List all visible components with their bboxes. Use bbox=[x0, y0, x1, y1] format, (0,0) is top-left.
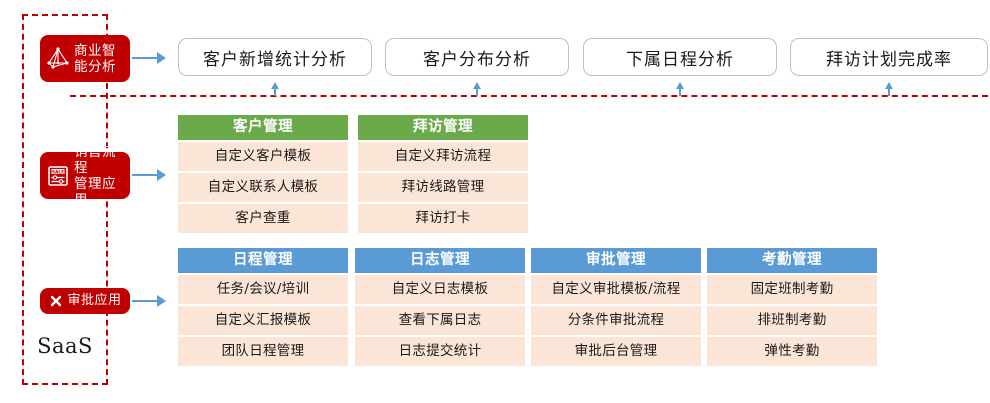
tab-analysis-2[interactable]: 下属日程分析 bbox=[583, 38, 777, 76]
saas-label: SaaS bbox=[37, 334, 93, 358]
svg-text:SALE: SALE bbox=[52, 169, 64, 175]
module-item[interactable]: 查看下属日志 bbox=[355, 306, 525, 335]
arrow-up-tab-2 bbox=[676, 82, 685, 96]
module-column-sales-process-1: 拜访管理自定义拜访流程拜访线路管理拜访打卡 bbox=[358, 115, 528, 233]
module-column-title[interactable]: 拜访管理 bbox=[358, 115, 528, 140]
module-item[interactable]: 团队日程管理 bbox=[178, 337, 348, 366]
module-column-title[interactable]: 审批管理 bbox=[531, 248, 701, 273]
badge-bi-label: 商业智 能分析 bbox=[74, 42, 116, 75]
module-item[interactable]: 固定班制考勤 bbox=[707, 275, 877, 304]
module-column-title[interactable]: 日志管理 bbox=[355, 248, 525, 273]
badge-sales-label: 销售流程 管理应用 bbox=[74, 143, 116, 208]
module-column-approval-apps-2: 审批管理自定义审批模板/流程分条件审批流程审批后台管理 bbox=[531, 248, 701, 366]
tab-analysis-3[interactable]: 拜访计划完成率 bbox=[790, 38, 988, 76]
module-column-approval-apps-3: 考勤管理固定班制考勤排班制考勤弹性考勤 bbox=[707, 248, 877, 366]
sale-tag-icon: SALE bbox=[45, 163, 71, 189]
arrow-up-tab-0 bbox=[271, 82, 280, 96]
module-item[interactable]: 自定义汇报模板 bbox=[178, 306, 348, 335]
module-item[interactable]: 客户查重 bbox=[178, 204, 348, 233]
module-item[interactable]: 分条件审批流程 bbox=[531, 306, 701, 335]
badge-business-intelligence[interactable]: 商业智 能分析 bbox=[40, 35, 130, 82]
module-column-approval-apps-0: 日程管理任务/会议/培训自定义汇报模板团队日程管理 bbox=[178, 248, 348, 366]
module-item[interactable]: 自定义联系人模板 bbox=[178, 173, 348, 202]
tab-analysis-0[interactable]: 客户新增统计分析 bbox=[178, 38, 372, 76]
arrow-sales-to-modules bbox=[132, 169, 166, 181]
module-column-title[interactable]: 日程管理 bbox=[178, 248, 348, 273]
module-item[interactable]: 日志提交统计 bbox=[355, 337, 525, 366]
module-item[interactable]: 拜访线路管理 bbox=[358, 173, 528, 202]
arrow-up-tab-1 bbox=[473, 82, 482, 96]
module-column-title[interactable]: 客户管理 bbox=[178, 115, 348, 140]
module-item[interactable]: 拜访打卡 bbox=[358, 204, 528, 233]
module-item[interactable]: 弹性考勤 bbox=[707, 337, 877, 366]
module-item[interactable]: 自定义客户模板 bbox=[178, 142, 348, 171]
arrow-up-tab-3 bbox=[885, 82, 894, 96]
badge-approval-label: 审批应用 bbox=[67, 293, 122, 308]
cross-icon bbox=[49, 294, 63, 308]
module-item[interactable]: 排班制考勤 bbox=[707, 306, 877, 335]
module-item[interactable]: 自定义日志模板 bbox=[355, 275, 525, 304]
bi-layer-divider bbox=[70, 95, 988, 97]
arrow-approval-to-modules bbox=[132, 295, 166, 307]
module-item[interactable]: 自定义审批模板/流程 bbox=[531, 275, 701, 304]
module-item[interactable]: 审批后台管理 bbox=[531, 337, 701, 366]
module-column-approval-apps-1: 日志管理自定义日志模板查看下属日志日志提交统计 bbox=[355, 248, 525, 366]
badge-approval-app[interactable]: 审批应用 bbox=[40, 288, 130, 314]
arrow-bi-to-tabs bbox=[132, 52, 166, 64]
module-item[interactable]: 自定义拜访流程 bbox=[358, 142, 528, 171]
module-item[interactable]: 任务/会议/培训 bbox=[178, 275, 348, 304]
tab-analysis-1[interactable]: 客户分布分析 bbox=[385, 38, 569, 76]
saas-boundary-frame bbox=[22, 14, 108, 385]
module-column-title[interactable]: 考勤管理 bbox=[707, 248, 877, 273]
badge-sales-process-app[interactable]: SALE 销售流程 管理应用 bbox=[40, 144, 130, 208]
module-column-sales-process-0: 客户管理自定义客户模板自定义联系人模板客户查重 bbox=[178, 115, 348, 233]
network-graph-icon bbox=[45, 46, 71, 72]
